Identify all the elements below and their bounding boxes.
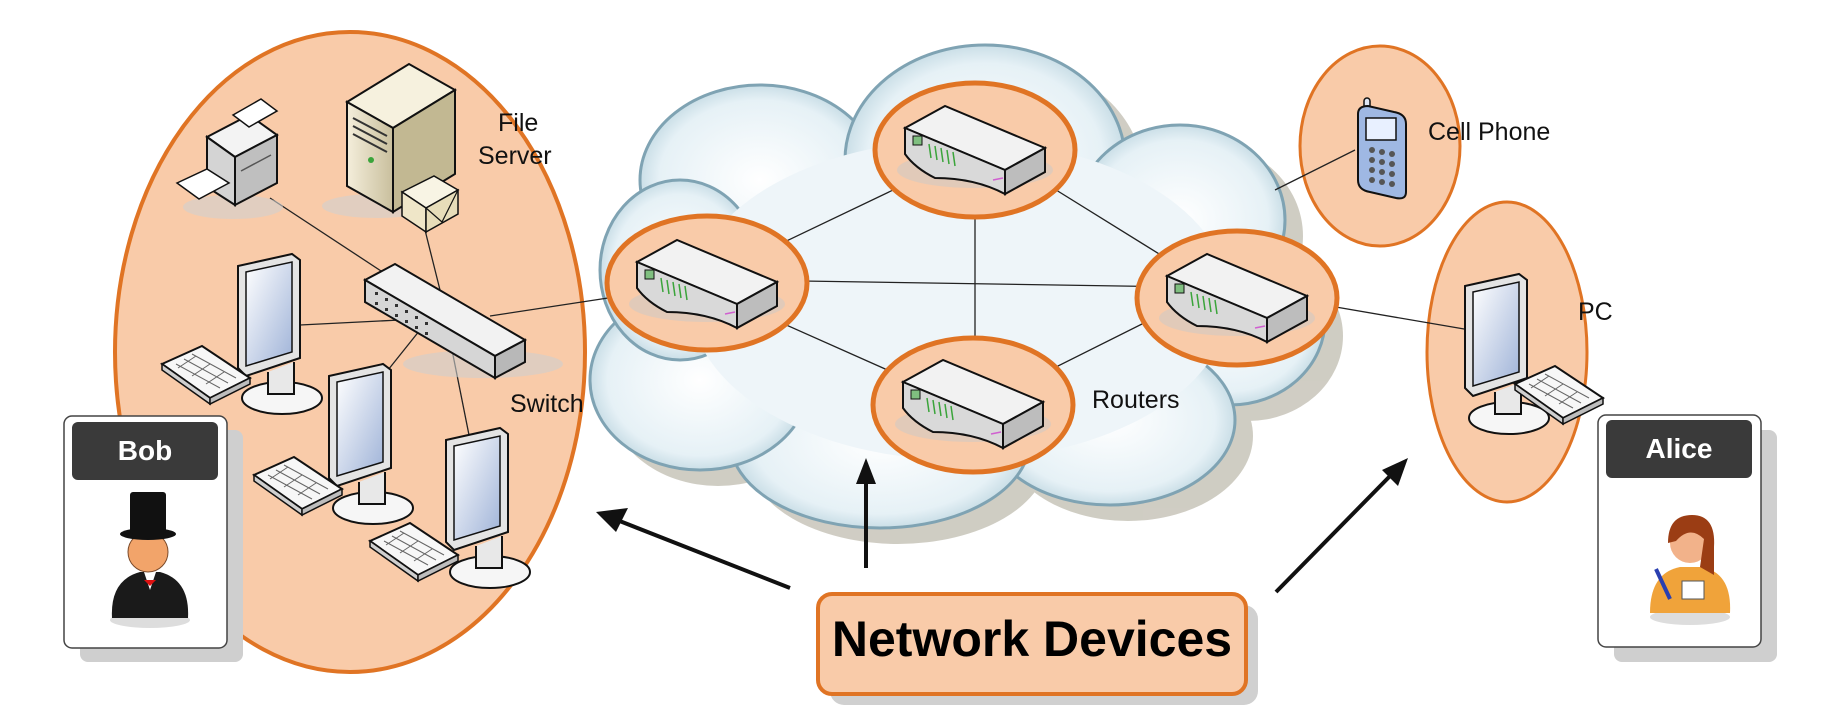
- bob-avatar-icon: [110, 492, 190, 628]
- switch-label: Switch: [510, 390, 584, 418]
- switch-icon: [362, 262, 563, 380]
- arrow-left-head: [596, 508, 628, 532]
- pc-label: PC: [1578, 298, 1613, 326]
- cell-phone-label: Cell Phone: [1428, 118, 1550, 146]
- arrow-left: [611, 516, 791, 590]
- arrow-middle-head: [856, 458, 876, 484]
- printer-icon: [175, 98, 283, 219]
- bob-name-tag: [72, 422, 218, 480]
- arrow-right-head: [1382, 458, 1408, 486]
- file-server-label-line1: File: [498, 109, 538, 137]
- bob-name: Bob: [118, 435, 172, 466]
- title: Network Devices: [832, 611, 1232, 667]
- arrow-right: [1274, 472, 1394, 594]
- routers-label: Routers: [1092, 386, 1180, 414]
- bob-card: Bob: [63, 415, 243, 662]
- alice-card: Alice: [1597, 414, 1777, 662]
- alice-avatar-icon: [1650, 515, 1731, 625]
- envelope-icon: [400, 175, 460, 234]
- pointer-arrows: [596, 458, 1408, 594]
- file-server-label-line2: Server: [478, 142, 552, 170]
- title-box: Network Devices: [816, 592, 1258, 705]
- alice-name-tag: [1606, 420, 1752, 478]
- alice-name: Alice: [1646, 433, 1713, 464]
- cloud-core: [690, 140, 1230, 460]
- cell-phone-icon: [1357, 97, 1407, 200]
